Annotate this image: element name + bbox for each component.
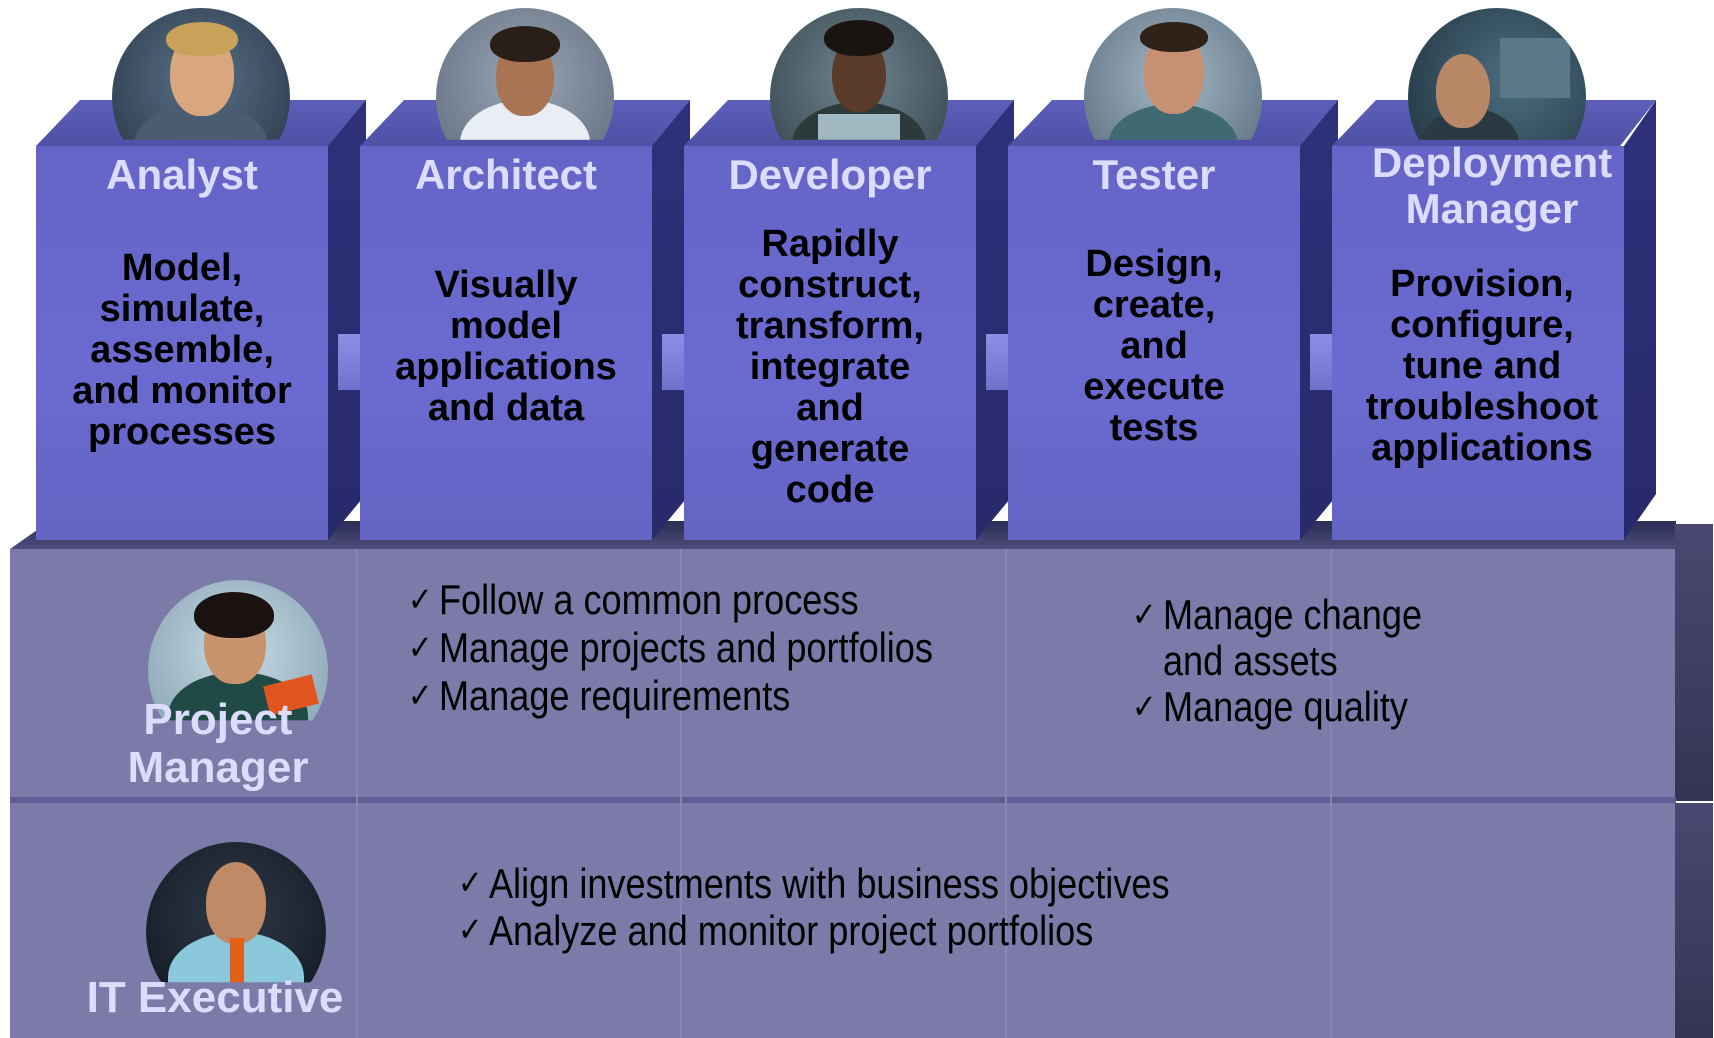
- band-divider: [10, 797, 1676, 803]
- check-icon: ✓: [408, 677, 433, 715]
- list-item: ✓ Analyze and monitor project portfolios: [458, 907, 1094, 954]
- analyst-photo: [112, 8, 290, 140]
- column-front-face: [1332, 146, 1624, 540]
- project-manager-right-list: ✓ Manage change and assets ✓ Manage qual…: [1132, 592, 1422, 730]
- column-connector: [662, 334, 686, 390]
- band-column-line: [356, 549, 358, 1038]
- column-side-face: [1300, 100, 1338, 540]
- check-icon: ✓: [408, 629, 433, 667]
- column-side-face: [328, 100, 366, 540]
- project-manager-label: Project Manager: [127, 695, 309, 792]
- list-item: ✓ Manage quality: [1132, 683, 1408, 730]
- column-connector: [338, 334, 362, 390]
- band-column-line: [1330, 549, 1332, 1038]
- check-icon: ✓: [458, 864, 483, 902]
- project-manager-photo: [148, 580, 328, 721]
- column-connector: [986, 334, 1010, 390]
- role-description: Rapidly construct, transform, integrate …: [736, 223, 924, 511]
- it-executive-label: IT Executive: [86, 973, 344, 1022]
- column-front-face: [684, 146, 976, 540]
- it-executive-photo: [146, 842, 326, 983]
- role-title: Developer: [728, 151, 932, 198]
- role-title: Architect: [414, 151, 598, 198]
- column-connector: [1310, 334, 1334, 390]
- list-item: ✓ Manage requirements: [408, 672, 791, 719]
- band-column-line: [680, 549, 682, 1038]
- list-item-continuation: and assets: [1162, 637, 1338, 684]
- column-side-face: [976, 100, 1014, 540]
- role-title: Deployment Manager: [1371, 139, 1613, 232]
- column-side-face: [1624, 100, 1656, 540]
- list-item: ✓ Manage projects and portfolios: [408, 624, 933, 671]
- role-description: Provision, configure, tune and troublesh…: [1365, 263, 1599, 469]
- column-front-face: [1008, 146, 1300, 540]
- check-icon: ✓: [408, 581, 433, 619]
- list-item: ✓ Manage change: [1132, 591, 1423, 638]
- check-icon: ✓: [458, 911, 483, 949]
- column-front-face: [360, 146, 652, 540]
- it-executive-list: ✓ Align investments with business object…: [458, 860, 1170, 954]
- architect-photo: [436, 8, 614, 140]
- role-title: Tester: [1092, 151, 1216, 198]
- developer-photo: [770, 8, 948, 140]
- list-item: ✓ Follow a common process: [408, 576, 859, 623]
- deployment-manager-photo: [1408, 8, 1586, 140]
- role-description: Visually model applications and data: [395, 264, 617, 429]
- check-icon: ✓: [1132, 596, 1157, 634]
- role-title: Analyst: [106, 151, 258, 198]
- project-manager-left-list: ✓ Follow a common process ✓ Manage proje…: [408, 576, 933, 720]
- role-description: Model, simulate, assemble, and monitor p…: [72, 247, 292, 453]
- list-item: ✓ Align investments with business object…: [458, 860, 1170, 907]
- band-column-line: [1005, 549, 1007, 1038]
- project-manager-band-side: [1675, 524, 1713, 801]
- tester-photo: [1084, 8, 1262, 140]
- column-side-face: [652, 100, 690, 540]
- role-description: Design, create, and execute tests: [1083, 243, 1225, 449]
- column-front-face: [36, 146, 328, 540]
- it-executive-band-side: [1675, 803, 1713, 1038]
- check-icon: ✓: [1132, 688, 1157, 726]
